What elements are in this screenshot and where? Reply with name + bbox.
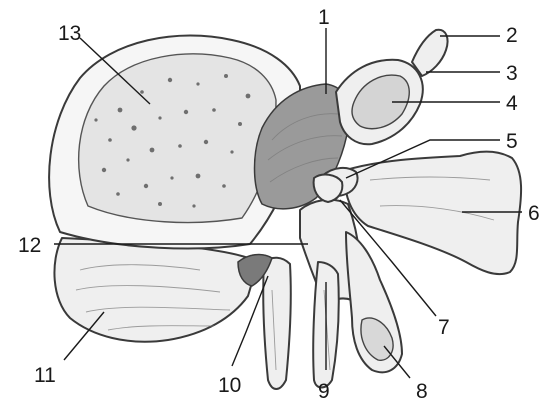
label-2: 2 [506, 24, 518, 47]
transverse-process [345, 152, 521, 274]
label-13: 13 [58, 22, 81, 45]
label-12: 12 [18, 234, 41, 257]
label-8: 8 [416, 380, 428, 403]
process-knob [314, 175, 343, 202]
label-1: 1 [318, 6, 330, 29]
label-11: 11 [34, 364, 56, 387]
label-7: 7 [438, 316, 450, 339]
label-6: 6 [528, 202, 540, 225]
label-9: 9 [318, 380, 330, 403]
label-4: 4 [506, 92, 518, 115]
label-5: 5 [506, 130, 518, 153]
label-3: 3 [506, 62, 518, 85]
label-10: 10 [218, 374, 241, 397]
